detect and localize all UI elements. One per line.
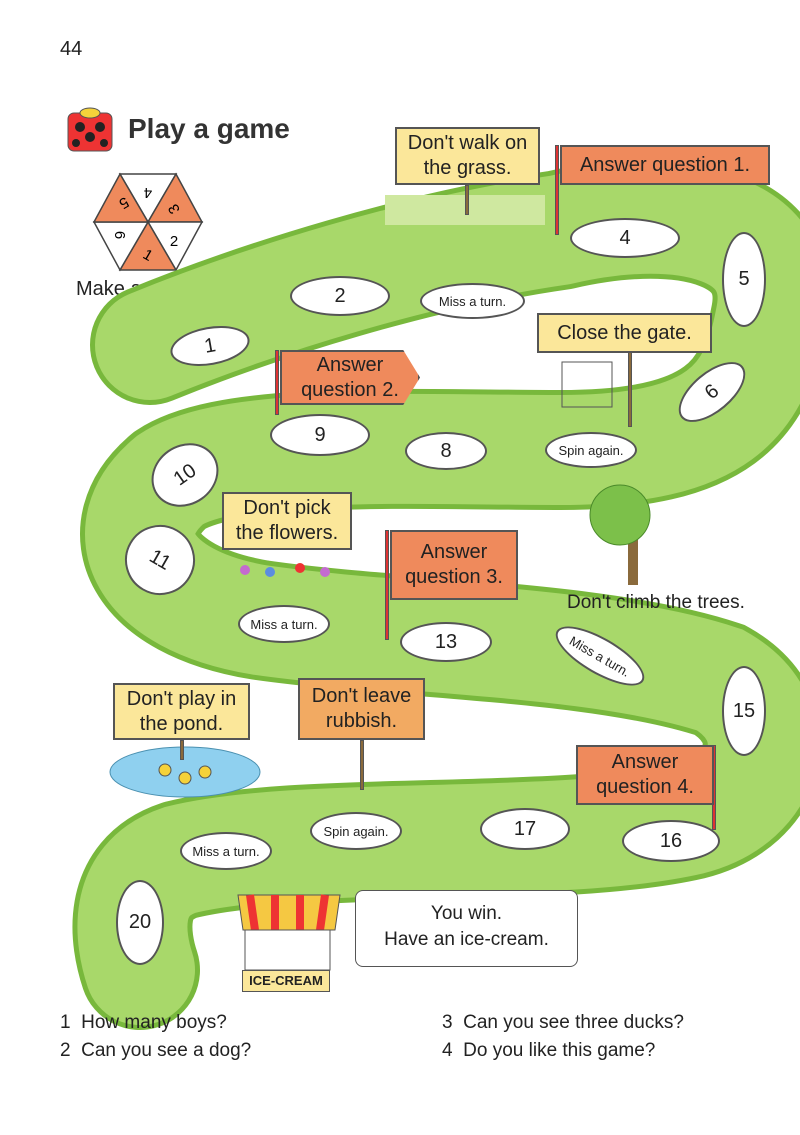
flowers bbox=[240, 563, 330, 577]
square-13: 13 bbox=[400, 622, 492, 662]
sign-dont-pick-flowers: Don't pick the flowers. bbox=[222, 492, 352, 550]
question-number: 3 bbox=[442, 1012, 453, 1033]
ice-cream-stall bbox=[237, 894, 341, 971]
spinner-number: 6 bbox=[111, 231, 128, 239]
square-9: 9 bbox=[270, 414, 370, 456]
sign-answer-question-4: Answer question 4. bbox=[576, 745, 714, 805]
sign-dont-walk-on-grass: Don't walk on the grass. bbox=[395, 127, 540, 185]
page-number: 44 bbox=[60, 38, 83, 60]
question-text: How many boys? bbox=[81, 1012, 227, 1033]
square-8: 8 bbox=[405, 432, 487, 470]
win-message: You win. Have an ice-cream. bbox=[355, 890, 578, 967]
ducks bbox=[158, 763, 212, 785]
question-1: 1 How many boys? bbox=[60, 1012, 227, 1034]
sign-dont-play-in-pond: Don't play in the pond. bbox=[113, 683, 250, 740]
sign-post bbox=[180, 740, 184, 760]
sign-post bbox=[465, 185, 469, 215]
square-17: 17 bbox=[480, 808, 570, 850]
spinner-number: 2 bbox=[170, 233, 178, 250]
flag-pole bbox=[275, 350, 279, 415]
tree bbox=[589, 484, 651, 585]
sign-answer-question-1: Answer question 1. bbox=[560, 145, 770, 185]
spinner-number: 4 bbox=[144, 184, 152, 201]
square-20: 20 bbox=[116, 880, 164, 965]
question-text: Can you see a dog? bbox=[81, 1040, 252, 1061]
square-5: 5 bbox=[722, 232, 766, 327]
question-number: 4 bbox=[442, 1040, 453, 1061]
square-7: Spin again. bbox=[545, 432, 637, 468]
square-4: 4 bbox=[570, 218, 680, 258]
sign-post bbox=[360, 740, 364, 790]
question-3: 3 Can you see three ducks? bbox=[442, 1012, 684, 1034]
question-4: 4 Do you like this game? bbox=[442, 1040, 655, 1062]
question-number: 2 bbox=[60, 1040, 71, 1061]
square-16: 16 bbox=[622, 820, 720, 862]
flag-pole bbox=[385, 530, 389, 640]
question-number: 1 bbox=[60, 1012, 71, 1033]
gate bbox=[561, 361, 613, 408]
spinner-illustration: 4 3 2 1 6 5 bbox=[92, 172, 204, 272]
square-12: Miss a turn. bbox=[238, 605, 330, 643]
sign-dont-leave-rubbish: Don't leave rubbish. bbox=[298, 678, 425, 740]
flag-pole bbox=[555, 145, 559, 235]
ice-cream-sign: ICE-CREAM bbox=[242, 970, 330, 992]
sign-dont-climb-trees: Don't climb the trees. bbox=[567, 592, 745, 613]
page-title: Play a game bbox=[128, 113, 290, 144]
question-text: Can you see three ducks? bbox=[463, 1012, 684, 1033]
question-text: Do you like this game? bbox=[463, 1040, 656, 1061]
question-2: 2 Can you see a dog? bbox=[60, 1040, 251, 1062]
square-3: Miss a turn. bbox=[420, 283, 525, 319]
square-18: Spin again. bbox=[310, 812, 402, 850]
sign-close-the-gate: Close the gate. bbox=[537, 313, 712, 353]
ladybird-icon bbox=[67, 107, 113, 152]
square-2: 2 bbox=[290, 276, 390, 316]
win-line-2: Have an ice-cream. bbox=[384, 928, 549, 950]
sign-answer-question-3: Answer question 3. bbox=[390, 530, 518, 600]
sign-answer-question-2: Answer question 2. bbox=[280, 350, 420, 405]
sign-post bbox=[628, 352, 632, 427]
square-15: 15 bbox=[722, 666, 766, 756]
win-line-1: You win. bbox=[430, 903, 503, 924]
square-19: Miss a turn. bbox=[180, 832, 272, 870]
